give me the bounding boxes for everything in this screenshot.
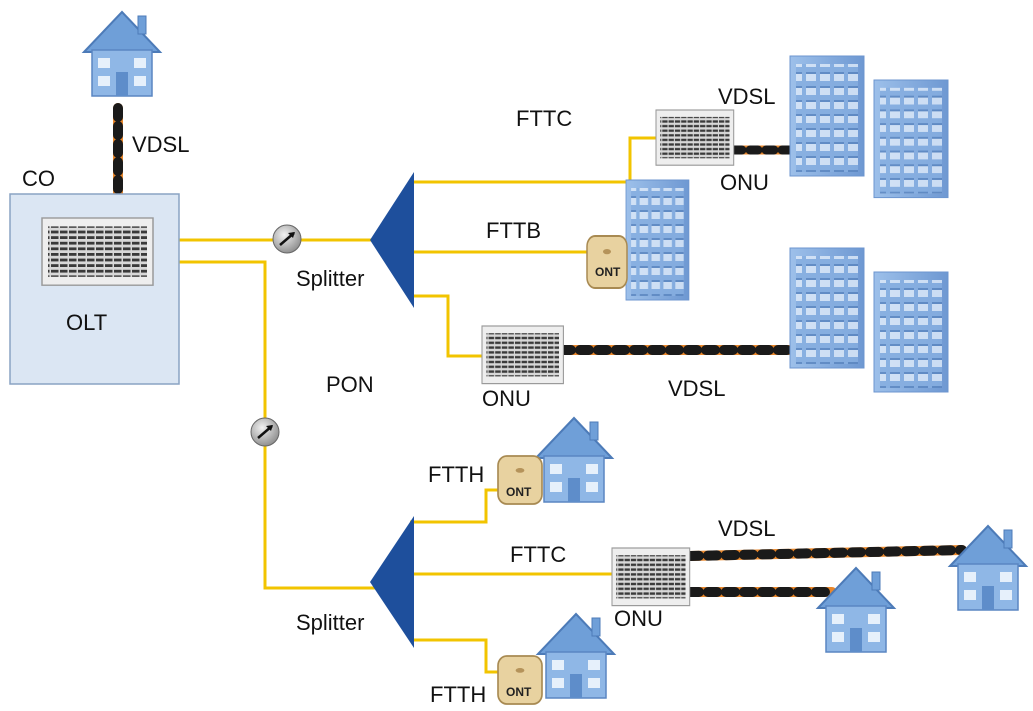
splitter-label-upper: Splitter — [296, 266, 364, 291]
olt-rack-icon — [41, 217, 154, 286]
house-icon-vdsl-near — [817, 567, 895, 653]
ftth-label-lower: FTTH — [430, 682, 486, 707]
olt-label: OLT — [66, 310, 107, 335]
ont-label-lower: ONT — [506, 685, 532, 699]
pon-label: PON — [326, 372, 374, 397]
onu-label-lower: ONU — [614, 606, 663, 631]
house-icon-top — [83, 11, 161, 97]
vdsl-cable-lower-1 — [685, 545, 967, 561]
splitter-icon-lower — [370, 516, 414, 648]
optical-coupler-icon — [271, 223, 303, 255]
office-building-icon — [625, 179, 690, 301]
co-label: CO — [22, 166, 55, 191]
office-building-icon — [789, 55, 865, 177]
vdsl-label-lower: VDSL — [718, 516, 775, 541]
vdsl-label-top: VDSL — [132, 132, 189, 157]
fiber-links — [158, 136, 660, 674]
ont-box-mid: ONT — [586, 235, 628, 289]
copper-cables — [113, 103, 967, 597]
optical-coupler-icon — [249, 416, 281, 448]
onu-label-mid: ONU — [482, 386, 531, 411]
ont-label-mid: ONT — [595, 265, 621, 279]
fiber-fttc-upper — [410, 136, 660, 184]
vdsl-label-upper-right: VDSL — [718, 84, 775, 109]
central-office — [9, 193, 180, 385]
fiber-ftth-upper — [410, 488, 502, 524]
ont-box-lower: ONT — [497, 655, 543, 705]
onu-label-top: ONU — [720, 170, 769, 195]
fttb-label: FTTB — [486, 218, 541, 243]
onu-rack-icon-mid — [481, 325, 565, 385]
house-icon-vdsl-far — [949, 525, 1027, 611]
fiber-ftth-lower — [410, 638, 502, 674]
fiber-onu-mid — [410, 294, 484, 358]
onu-rack-icon-top — [655, 109, 735, 166]
office-building-icon — [789, 247, 865, 369]
office-building-icon — [873, 79, 949, 199]
onu-rack-icon-lower — [611, 547, 691, 607]
ftth-label-upper: FTTH — [428, 462, 484, 487]
fttc-label-lower: FTTC — [510, 542, 566, 567]
splitter-label-lower: Splitter — [296, 610, 364, 635]
splitter-icon-upper — [370, 172, 414, 308]
office-building-icon — [873, 271, 949, 393]
house-icon-ftth-upper — [535, 417, 613, 503]
vdsl-label-mid: VDSL — [668, 376, 725, 401]
fttc-label-top: FTTC — [516, 106, 572, 131]
labels: CO OLT VDSL FTTC VDSL ONU FTTB Splitter … — [22, 84, 775, 707]
ont-label-upper: ONT — [506, 485, 532, 499]
house-icon-ftth-lower — [537, 613, 615, 699]
ont-box-upper: ONT — [497, 455, 543, 505]
